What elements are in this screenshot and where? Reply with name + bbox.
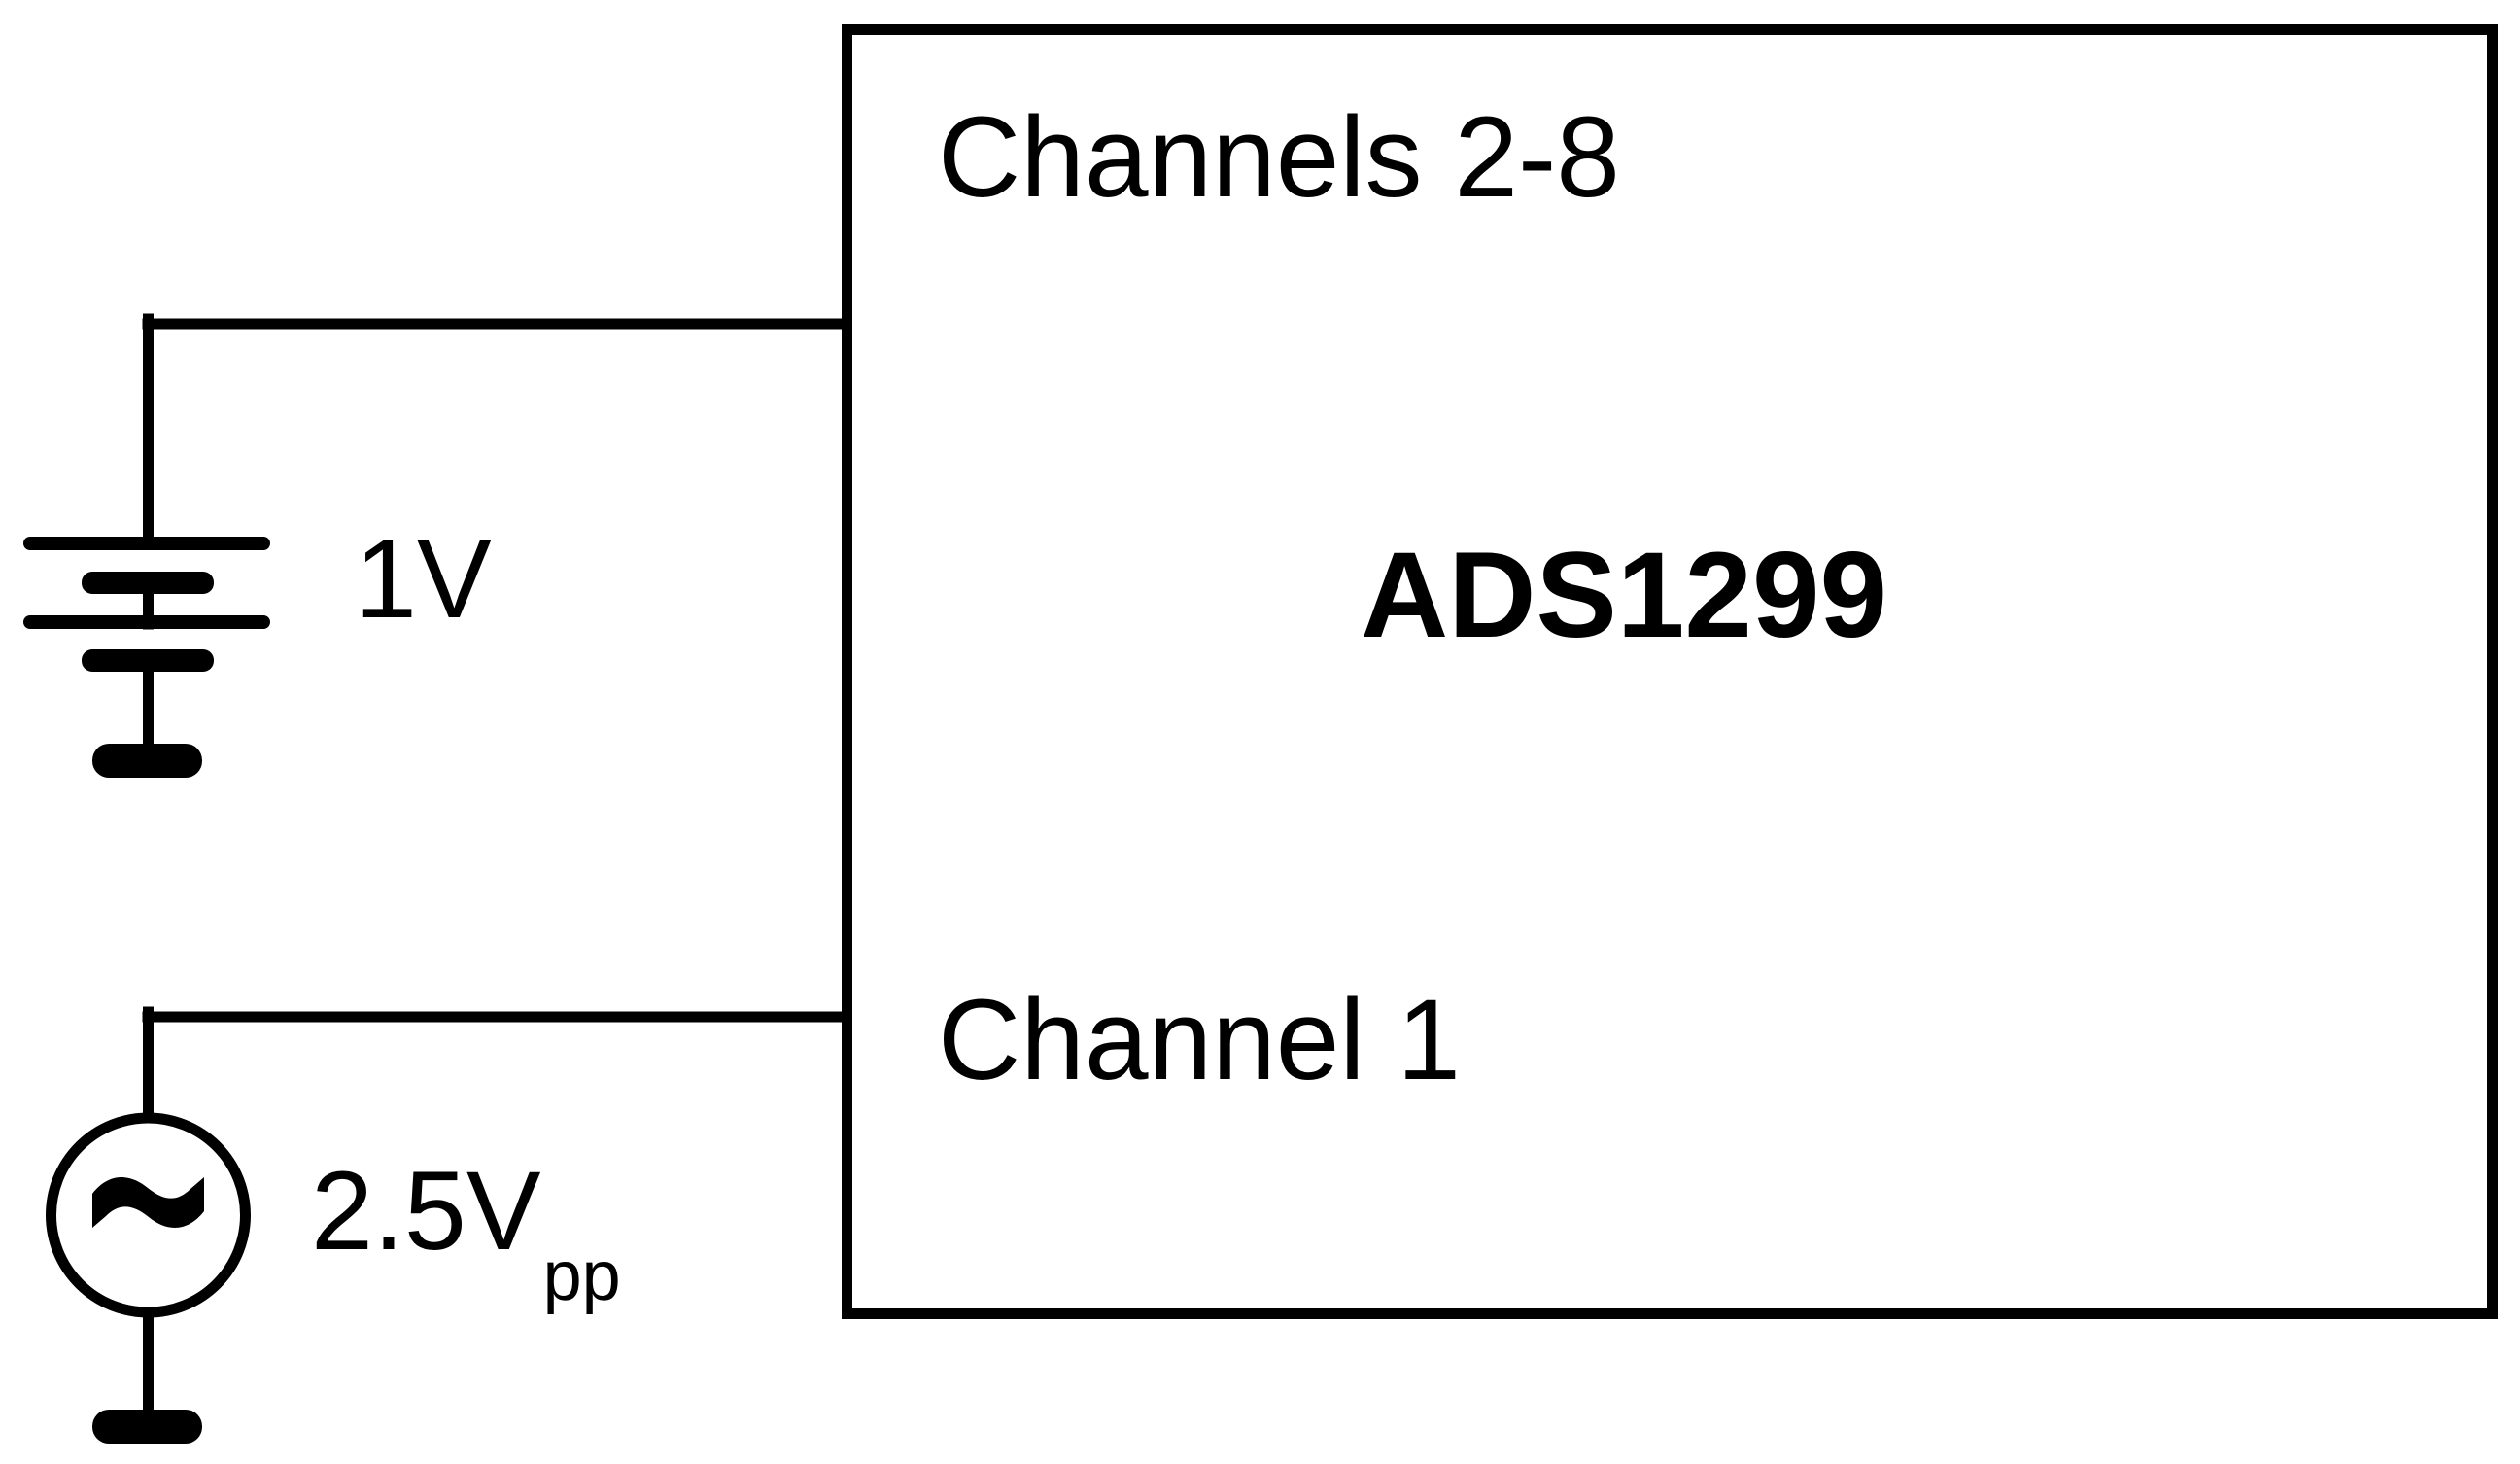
battery-plate-short-1 bbox=[82, 572, 214, 594]
ic-name-label: ADS1299 bbox=[1361, 528, 1887, 663]
ground-terminal-icon-ac bbox=[92, 1410, 202, 1444]
ic-body-ads1299[interactable] bbox=[842, 24, 2498, 1319]
ic-port-label-top: Channels 2-8 bbox=[938, 93, 1620, 222]
ground-terminal-icon-dc bbox=[92, 744, 202, 778]
ac-source-value-label: 2.5Vpp bbox=[311, 1149, 621, 1315]
battery-plate-long-2 bbox=[23, 615, 270, 629]
battery-plate-long-1 bbox=[23, 537, 270, 550]
ac-tilde-icon bbox=[92, 1177, 204, 1228]
ac-source-value-main: 2.5V bbox=[311, 1149, 541, 1273]
battery-icon[interactable] bbox=[23, 537, 270, 759]
ic-port-label-bottom: Channel 1 bbox=[938, 976, 1461, 1104]
battery-plate-short-2 bbox=[82, 649, 214, 672]
ac-source-value-subscript: pp bbox=[543, 1237, 621, 1315]
ac-source-icon[interactable] bbox=[46, 1112, 251, 1318]
dc-source-value-label: 1V bbox=[355, 517, 492, 642]
